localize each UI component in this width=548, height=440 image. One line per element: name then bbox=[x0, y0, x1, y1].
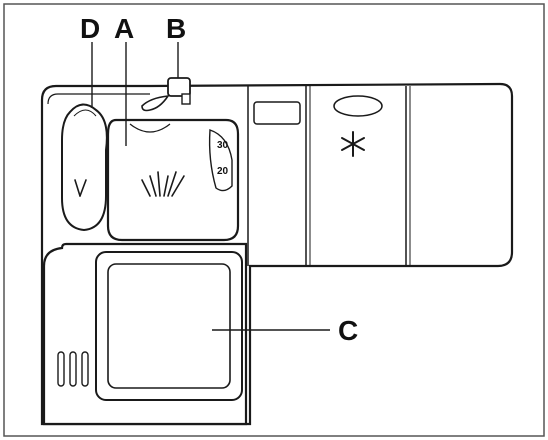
dose-scale bbox=[208, 129, 233, 192]
lid-latch-b[interactable] bbox=[141, 77, 191, 112]
indicator-window bbox=[253, 101, 301, 125]
snowflake-icon bbox=[341, 131, 365, 157]
compartment-d-symbol bbox=[74, 179, 87, 197]
dose-mark-30: 30 bbox=[217, 140, 229, 151]
label-a: A bbox=[114, 13, 134, 44]
dose-mark-20: 20 bbox=[217, 166, 229, 177]
compartment-a-lid-arc bbox=[129, 123, 171, 133]
grip-slots bbox=[57, 351, 89, 387]
compartment-c-panel bbox=[107, 263, 231, 389]
body-inner-strip bbox=[47, 93, 150, 105]
label-c: C bbox=[338, 315, 358, 346]
label-b: B bbox=[166, 13, 186, 44]
compartment-d[interactable] bbox=[61, 103, 108, 232]
detergent-icon bbox=[141, 171, 185, 197]
compartment-d-inner bbox=[73, 109, 97, 117]
leader-lines bbox=[91, 42, 330, 331]
rinse-aid-indicator bbox=[333, 95, 383, 117]
label-d: D bbox=[80, 13, 100, 44]
